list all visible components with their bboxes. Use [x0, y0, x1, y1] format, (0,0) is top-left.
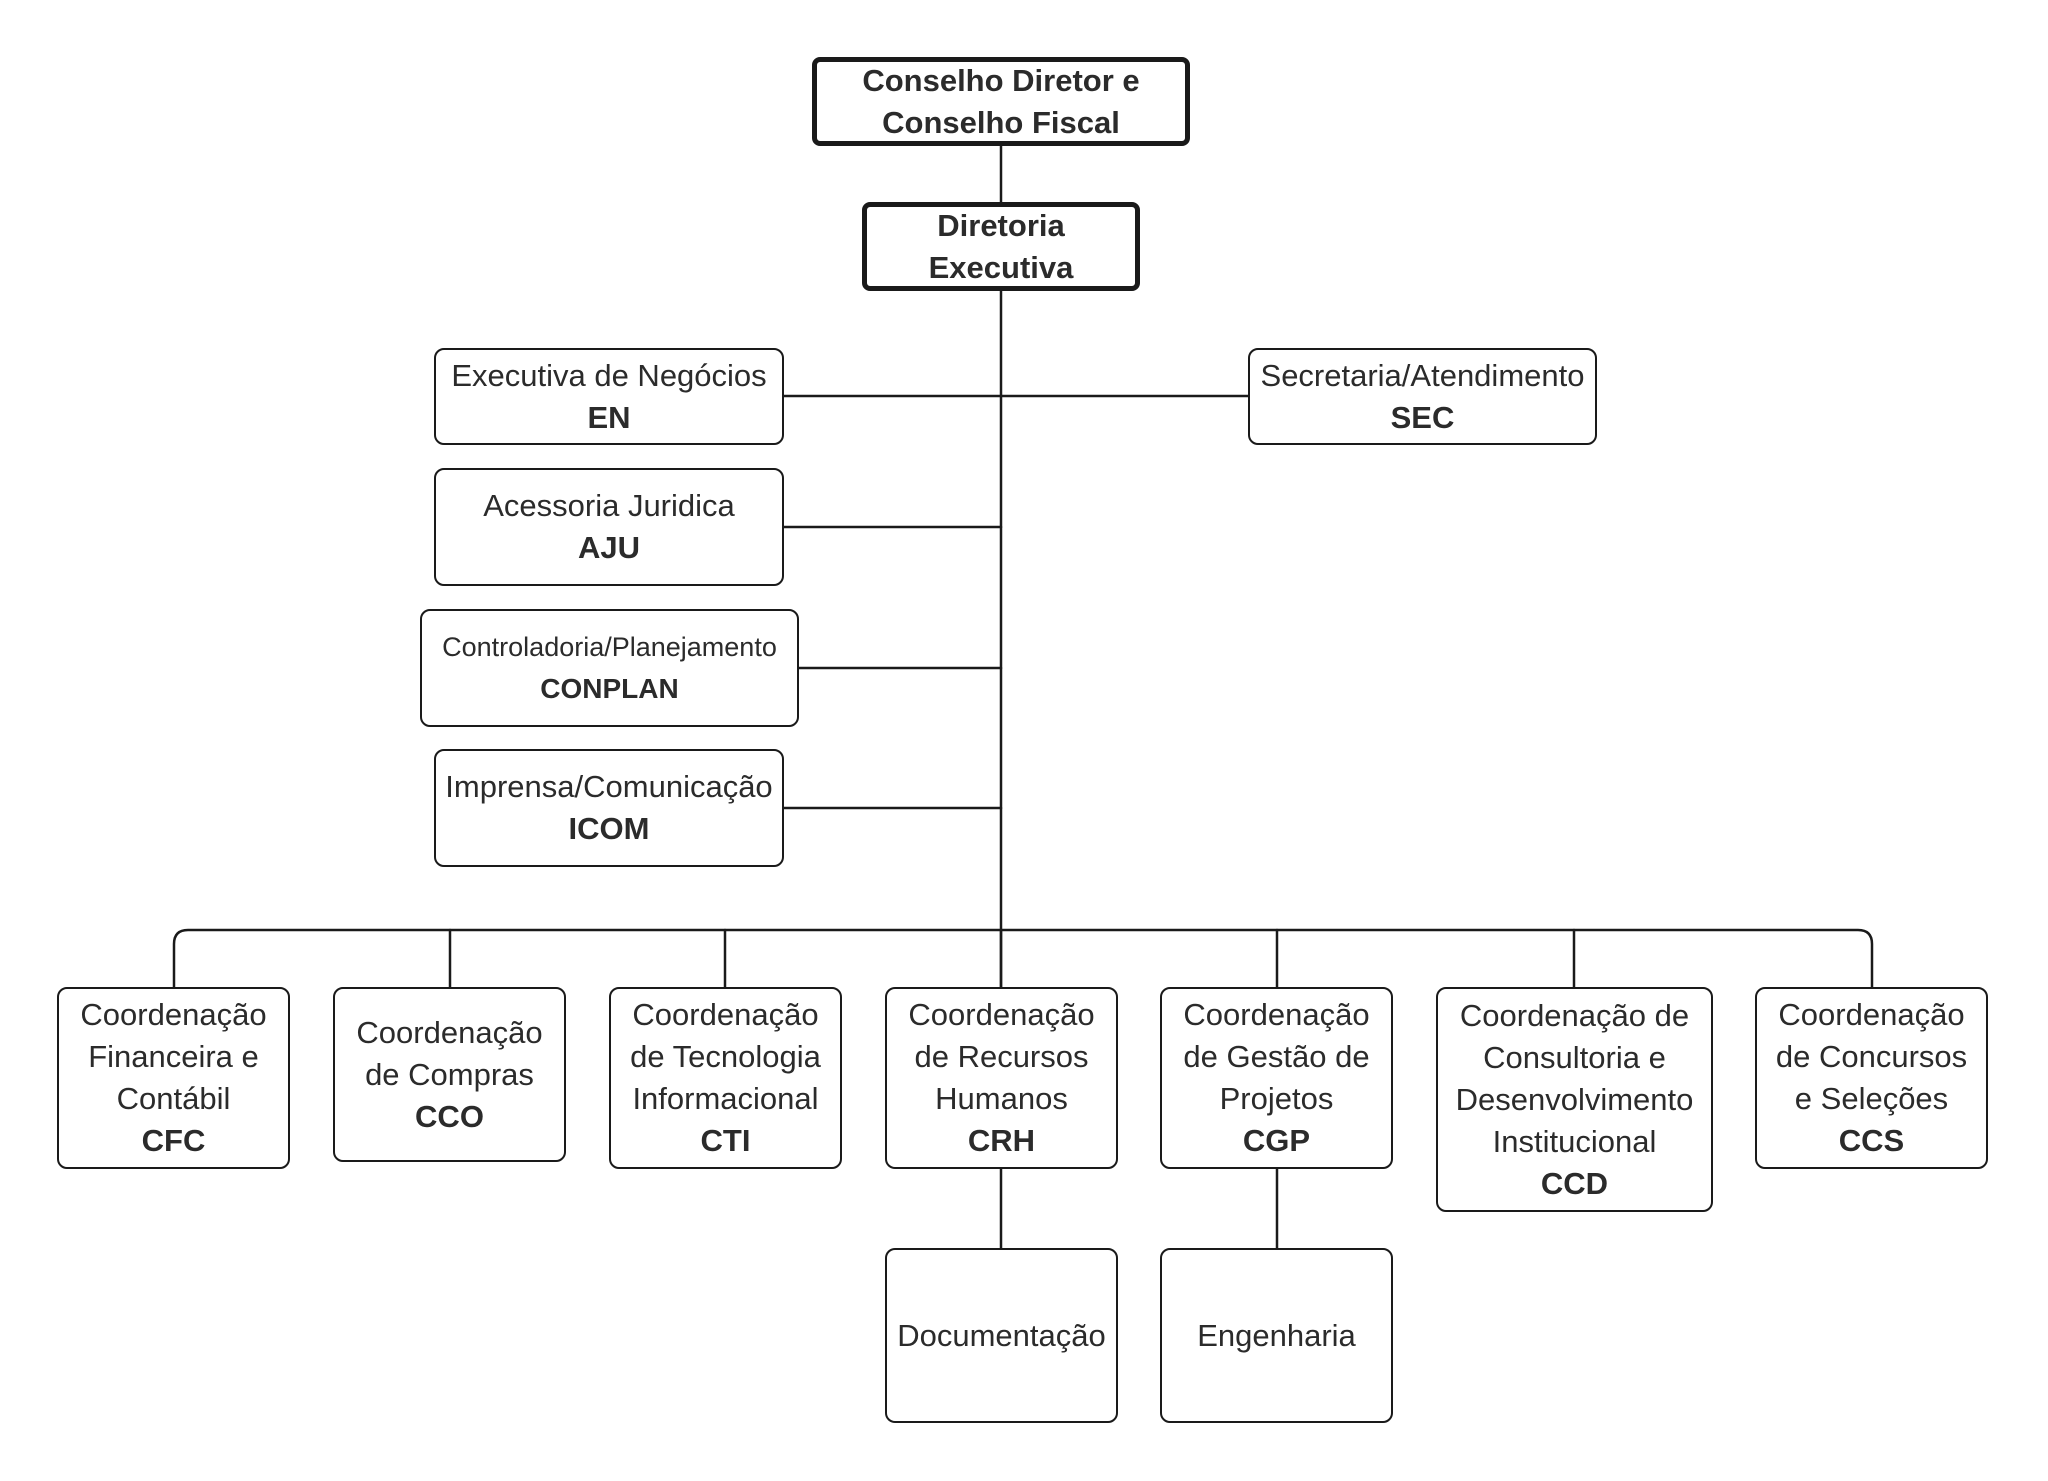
coordination-cti-node: Coordenação de Tecnologia Informacional … — [609, 987, 842, 1169]
engineering-node: Engenharia — [1160, 1248, 1393, 1423]
coordination-crh-code: CRH — [967, 1123, 1036, 1158]
board-label: Conselho Diretor e Conselho Fiscal — [862, 62, 1140, 140]
coordination-cco-code: CCO — [415, 1098, 484, 1134]
coordination-cfc-label: Coordenação Financeira e Contábil — [80, 997, 267, 1116]
business-executive-label: Executiva de Negócios — [451, 357, 767, 393]
legal-advisory-node: Acessoria Juridica AJU — [434, 468, 784, 586]
engineering-label: Engenharia — [1197, 1317, 1356, 1353]
business-executive-node: Executiva de Negócios EN — [434, 348, 784, 445]
press-communication-label: Imprensa/Comunicação — [445, 769, 773, 804]
coordination-crh-node: Coordenação de Recursos Humanos CRH — [885, 987, 1118, 1169]
coordination-cco-label: Coordenação de Compras — [356, 1014, 543, 1092]
coordination-cfc-code: CFC — [141, 1123, 206, 1158]
coordination-crh-label: Coordenação de Recursos Humanos — [908, 997, 1095, 1116]
documentation-node: Documentação — [885, 1248, 1118, 1423]
coordination-cgp-code: CGP — [1242, 1123, 1311, 1158]
secretariat-node: Secretaria/Atendimento SEC — [1248, 348, 1597, 445]
coordination-cco-node: Coordenação de Compras CCO — [333, 987, 566, 1162]
coordination-ccs-node: Coordenação de Concursos e Seleções CCS — [1755, 987, 1988, 1169]
connector-coordination-bus — [172, 928, 1874, 990]
coordination-cfc-node: Coordenação Financeira e Contábil CFC — [57, 987, 290, 1169]
coordination-ccd-label: Coordenação de Consultoria e Desenvolvim… — [1455, 997, 1694, 1159]
controlling-planning-label: Controladoria/Planejamento — [442, 632, 777, 662]
secretariat-label: Secretaria/Atendimento — [1260, 357, 1585, 393]
controlling-planning-code: CONPLAN — [540, 673, 679, 704]
legal-advisory-code: AJU — [577, 530, 640, 565]
coordination-ccs-label: Coordenação de Concursos e Seleções — [1775, 997, 1968, 1116]
business-executive-code: EN — [587, 399, 631, 435]
press-communication-code: ICOM — [568, 811, 650, 846]
coordination-ccd-code: CCD — [1540, 1165, 1609, 1201]
coordination-cti-label: Coordenação de Tecnologia Informacional — [630, 997, 821, 1116]
coordination-cti-code: CTI — [700, 1123, 751, 1158]
coordination-ccd-node: Coordenação de Consultoria e Desenvolvim… — [1436, 987, 1713, 1212]
secretariat-code: SEC — [1390, 399, 1455, 435]
documentation-label: Documentação — [897, 1317, 1106, 1353]
board-node: Conselho Diretor e Conselho Fiscal — [812, 57, 1190, 146]
executive-board-node: Diretoria Executiva — [862, 202, 1140, 291]
coordination-ccs-code: CCS — [1838, 1123, 1905, 1158]
press-communication-node: Imprensa/Comunicação ICOM — [434, 749, 784, 867]
legal-advisory-label: Acessoria Juridica — [483, 488, 735, 523]
coordination-cgp-label: Coordenação de Gestão de Projetos — [1183, 997, 1370, 1116]
coordination-cgp-node: Coordenação de Gestão de Projetos CGP — [1160, 987, 1393, 1169]
executive-board-label: Diretoria Executiva — [928, 207, 1074, 285]
controlling-planning-node: Controladoria/Planejamento CONPLAN — [420, 609, 799, 727]
